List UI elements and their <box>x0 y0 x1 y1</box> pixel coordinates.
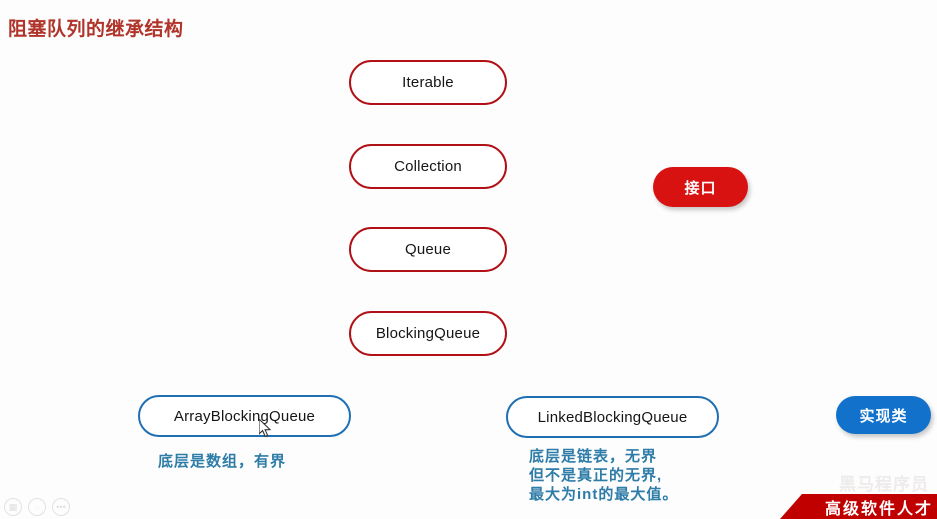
tool-icon-bar: ▦ ◌ ••• <box>4 498 70 516</box>
node-queue[interactable]: Queue <box>349 227 507 272</box>
brand-banner: 高级软件人才 <box>780 494 937 519</box>
annotation-linkedblockingqueue-line-3: 最大为int的最大值。 <box>529 486 679 503</box>
mouse-cursor <box>259 419 272 438</box>
node-label: BlockingQueue <box>375 325 481 342</box>
annotation-arrayblockingqueue: 底层是数组，有界 <box>158 453 287 470</box>
node-iterable[interactable]: Iterable <box>349 60 507 105</box>
node-label: Iterable <box>402 74 454 91</box>
node-collection[interactable]: Collection <box>349 144 507 189</box>
node-label: ArrayBlockingQueue <box>173 407 316 425</box>
more-icon[interactable]: ••• <box>52 498 70 516</box>
node-label: LinkedBlockingQueue <box>537 408 688 426</box>
node-label: Collection <box>394 158 462 175</box>
node-blockingqueue[interactable]: BlockingQueue <box>349 311 507 356</box>
legend-badge-label: 接口 <box>684 179 717 197</box>
node-arrayblockingqueue[interactable]: ArrayBlockingQueue <box>138 395 351 437</box>
watermark-text: 黑马程序员 <box>839 475 929 494</box>
legend-badge-interface[interactable]: 接口 <box>653 167 748 207</box>
annotation-linkedblockingqueue-line-2: 但不是真正的无界, <box>529 467 663 484</box>
node-label: Queue <box>404 241 452 258</box>
legend-badge-implementation[interactable]: 实现类 <box>836 396 931 434</box>
search-icon[interactable]: ◌ <box>28 498 46 516</box>
save-icon[interactable]: ▦ <box>4 498 22 516</box>
brand-banner-label: 高级软件人才 <box>824 500 933 518</box>
page-title: 阻塞队列的继承结构 <box>8 19 184 40</box>
node-linkedblockingqueue[interactable]: LinkedBlockingQueue <box>506 396 719 438</box>
annotation-linkedblockingqueue-line-1: 底层是链表，无界 <box>529 448 658 465</box>
legend-badge-label: 实现类 <box>859 407 908 425</box>
